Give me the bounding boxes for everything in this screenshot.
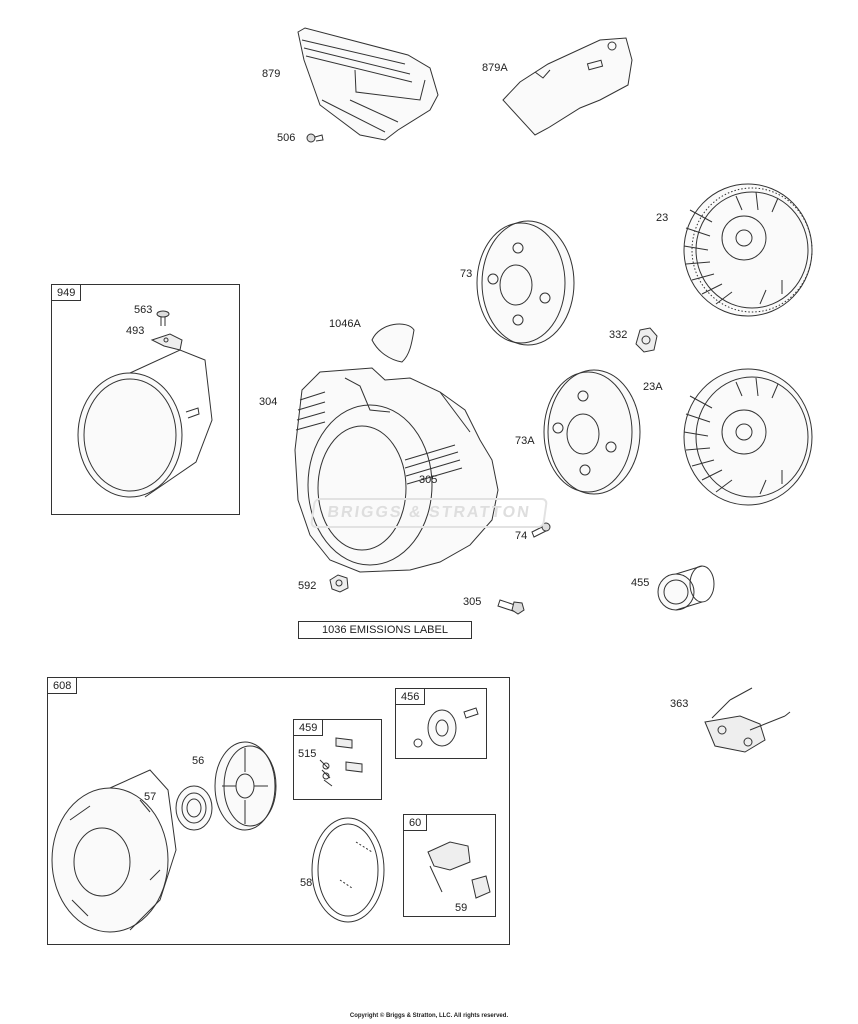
air-cleaner-949-drawing — [77, 349, 213, 498]
callout-879: 879 — [262, 68, 281, 80]
box-456: 456 — [395, 688, 487, 759]
box-949: 949 — [51, 284, 240, 515]
callout-1046A: 1046A — [329, 318, 361, 330]
pulley-56-drawing — [214, 741, 277, 831]
bracket-879-drawing — [297, 27, 439, 141]
callout-493: 493 — [126, 325, 145, 337]
screw-74-drawing — [531, 522, 551, 538]
callout-305-bolt: 305 — [463, 596, 482, 608]
box-459-label: 459 — [294, 720, 324, 736]
callout-74: 74 — [515, 530, 528, 542]
cover-73A-drawing — [543, 369, 641, 495]
handle-60-drawing — [427, 841, 491, 899]
callout-23A: 23A — [643, 381, 663, 393]
spring-57-drawing — [175, 785, 213, 831]
emissions-label-box: 1036 EMISSIONS LABEL — [298, 621, 472, 639]
callout-592: 592 — [298, 580, 317, 592]
box-608-label: 608 — [48, 678, 78, 694]
blower-housing-304-drawing — [294, 367, 499, 573]
callout-304: 304 — [259, 396, 278, 408]
nut-592-drawing — [329, 574, 349, 593]
box-60-label: 60 — [404, 815, 428, 831]
box-459: 459 — [293, 719, 382, 800]
copyright-notice: Copyright © Briggs & Stratton, LLC. All … — [349, 1013, 509, 1019]
callout-23: 23 — [656, 212, 669, 224]
bracket-363-drawing — [704, 687, 791, 753]
bracket-493-drawing — [150, 333, 183, 351]
box-456-label: 456 — [396, 689, 426, 705]
callout-57: 57 — [144, 791, 157, 803]
callout-58: 58 — [300, 877, 313, 889]
gasket-1046A-drawing — [371, 323, 415, 363]
nut-332-drawing — [635, 327, 658, 353]
callout-506: 506 — [277, 132, 296, 144]
callout-455: 455 — [631, 577, 650, 589]
callout-59: 59 — [455, 902, 468, 914]
rope-58-drawing — [311, 817, 385, 923]
screw-563-drawing — [156, 310, 170, 326]
callout-332: 332 — [609, 329, 628, 341]
rewind-housing-drawing — [51, 769, 177, 933]
callout-56: 56 — [192, 755, 205, 767]
watermark: BRIGGS & STRATTON — [309, 498, 549, 528]
callout-305-housing: 305 — [419, 474, 438, 486]
sleeve-455-drawing — [657, 565, 715, 611]
callout-73A: 73A — [515, 435, 535, 447]
bolt-305-drawing — [497, 599, 525, 615]
flywheel-23A-drawing — [683, 368, 813, 506]
callout-879A: 879A — [482, 62, 508, 74]
pawl-kit-459-drawing — [319, 737, 363, 787]
box-949-label: 949 — [52, 285, 82, 301]
callout-363: 363 — [670, 698, 689, 710]
cover-73-drawing — [476, 220, 575, 346]
flywheel-23-drawing — [683, 183, 813, 317]
callout-563: 563 — [134, 304, 153, 316]
screw-506-drawing — [306, 133, 324, 143]
box-608: 608 — [47, 677, 510, 945]
retainer-456-drawing — [413, 707, 479, 748]
plate-879A-drawing — [502, 37, 633, 136]
callout-515: 515 — [298, 748, 317, 760]
box-60: 60 — [403, 814, 496, 917]
callout-73: 73 — [460, 268, 473, 280]
